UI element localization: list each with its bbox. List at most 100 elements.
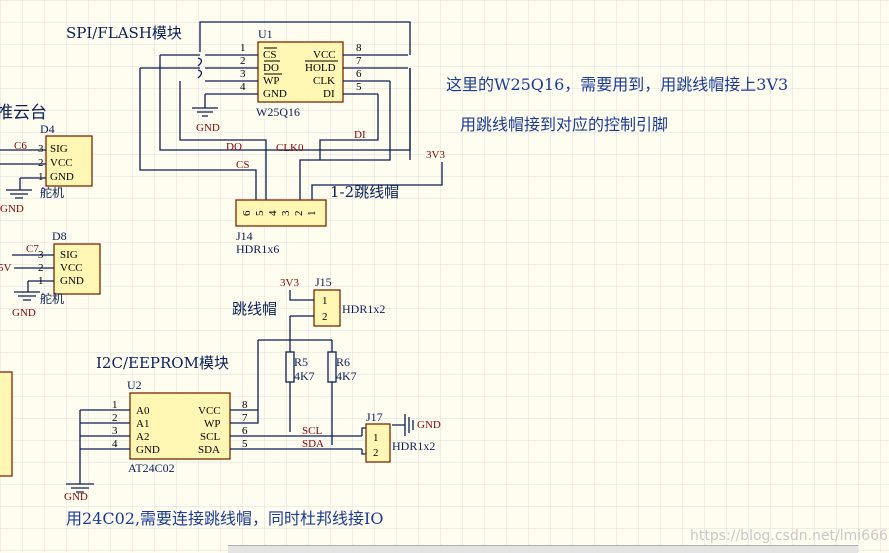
u1-pin-do: DO <box>263 62 279 74</box>
j14-pin-1: 1 <box>306 211 318 217</box>
d4-pin-gnd: GND <box>50 171 74 183</box>
u2-pin-vcc: VCC <box>198 405 221 417</box>
u1-pin-di: DI <box>323 88 335 100</box>
j15-pin-2: 2 <box>322 311 328 323</box>
d8-pin-gnd: GND <box>60 275 84 287</box>
u2-num-8: 8 <box>242 399 248 411</box>
u2-ref: U2 <box>127 378 142 392</box>
r6-resistor[interactable]: R6 4K7 <box>327 351 357 383</box>
u1-pin-vcc: VCC <box>313 49 336 61</box>
u1-gnd-label: GND <box>196 122 220 134</box>
j14-ref: J14 <box>236 229 253 243</box>
d4-pin-vcc: VCC <box>50 157 73 169</box>
net-di: DI <box>354 129 366 141</box>
u1-num-3: 3 <box>240 68 246 80</box>
u2-num-2: 2 <box>112 412 118 424</box>
j15-pin-1: 1 <box>322 295 328 307</box>
u1-pin-hold: HOLD <box>305 62 336 74</box>
j15-ref: J15 <box>315 275 332 289</box>
d8-net-5v: 5V <box>0 262 12 274</box>
u2-pin-a1: A1 <box>136 418 149 430</box>
j14-pin-3: 3 <box>280 210 292 216</box>
u1-num-4: 4 <box>240 81 246 93</box>
j15-header[interactable]: 1 2 <box>313 289 341 327</box>
u1-pin-clk: CLK <box>313 75 335 87</box>
jumper-label: 跳线帽 <box>232 300 277 318</box>
spi-wires <box>139 21 443 200</box>
note-w25q16: 这里的W25Q16，需要用到，用跳线帽接上3V3 <box>446 75 788 94</box>
net-cs: CS <box>236 159 249 171</box>
r6-value: 4K7 <box>336 369 357 383</box>
gimbal-section-title: 推云台 <box>0 103 47 123</box>
u2-pin-wp: WP <box>204 418 221 430</box>
u2-num-6: 6 <box>242 425 248 437</box>
i2c-section-title: I2C/EEPROM模块 <box>96 354 229 372</box>
spi-section-title: SPI/FLASH模块 <box>66 24 182 42</box>
horizontal-scrollbar[interactable] <box>228 545 858 553</box>
j17-net-gnd: GND <box>417 419 441 431</box>
j14-pin-2: 2 <box>293 211 305 217</box>
u2-pin-a0: A0 <box>136 405 150 417</box>
j17-pin-2: 2 <box>373 447 379 459</box>
u1-part: W25Q16 <box>256 105 300 119</box>
r6-ref: R6 <box>336 355 350 369</box>
d8-net-c7: C7 <box>26 243 39 255</box>
u2-at24c02[interactable]: U2 AT24C02 A0 A1 A2 GND VCC WP SCL SDA 1… <box>112 378 248 475</box>
u2-num-5: 5 <box>242 438 248 450</box>
d4-net-c6: C6 <box>14 140 27 152</box>
u1-num-6: 6 <box>356 68 362 80</box>
net-scl: SCL <box>302 425 322 437</box>
u1-num-2: 2 <box>240 55 246 67</box>
u2-num-7: 7 <box>242 412 248 424</box>
u1-pin-gnd: GND <box>263 88 287 100</box>
net-clk0: CLK0 <box>276 142 304 154</box>
d4-ref: D4 <box>40 122 55 136</box>
d8-gnd-label: GND <box>12 307 36 319</box>
d4-num-3: 3 <box>38 143 44 155</box>
note-24c02: 用24C02,需要连接跳线帽，同时杜邦线接IO <box>66 509 384 528</box>
net-do: DO <box>226 141 242 153</box>
csdn-watermark: https://blog.csdn.net/lmi666 <box>690 528 888 544</box>
u2-pin-sda: SDA <box>198 444 220 456</box>
u2-num-1: 1 <box>112 399 118 411</box>
i2c-wires <box>66 409 414 493</box>
net-3v3-spi: 3V3 <box>426 149 445 161</box>
j17-pin-1: 1 <box>373 432 379 444</box>
d4-name: 舵机 <box>40 185 64 200</box>
r5-value: 4K7 <box>294 369 315 383</box>
u1-num-7: 7 <box>356 55 362 67</box>
u2-pin-gnd: GND <box>136 444 160 456</box>
d8-ref: D8 <box>52 229 67 243</box>
u1-w25q16[interactable]: U1 W25Q16 CS DO WP GND VCC HOLD CLK DI 1… <box>240 27 362 119</box>
j17-header[interactable]: 1 2 <box>365 423 391 463</box>
note-control-pins: 用跳线帽接到对应的控制引脚 <box>460 115 668 134</box>
j17-part: HDR1x2 <box>392 439 435 453</box>
u2-pin-scl: SCL <box>200 431 220 443</box>
d8-name: 舵机 <box>40 291 64 306</box>
j15-part: HDR1x2 <box>342 302 385 316</box>
d4-num-1: 1 <box>38 171 44 183</box>
j14-pin-4: 4 <box>267 210 279 216</box>
u2-gnd-label: GND <box>64 491 88 503</box>
r5-ref: R5 <box>294 355 308 369</box>
d4-servo[interactable]: D4 SIG VCC GND 3 2 1 舵机 <box>38 122 93 200</box>
j14-pin-5: 5 <box>254 210 266 216</box>
u1-num-5: 5 <box>356 81 362 93</box>
d8-pin-sig: SIG <box>60 249 78 261</box>
u2-pin-a2: A2 <box>136 431 149 443</box>
j15-net-3v3: 3V3 <box>280 277 299 289</box>
j17-ref: J17 <box>366 410 383 424</box>
u1-pin-cs: CS <box>263 49 276 61</box>
net-sda: SDA <box>302 438 324 450</box>
j14-pin-6: 6 <box>241 210 253 216</box>
u1-ref: U1 <box>258 27 273 41</box>
u2-part: AT24C02 <box>128 461 175 475</box>
u1-num-1: 1 <box>240 42 246 54</box>
u2-num-3: 3 <box>112 425 118 437</box>
d4-pin-sig: SIG <box>50 143 68 155</box>
j14-header[interactable]: 6 5 4 3 2 1 <box>235 199 327 227</box>
u1-pin-wp: WP <box>263 75 280 87</box>
d4-num-2: 2 <box>38 157 44 169</box>
